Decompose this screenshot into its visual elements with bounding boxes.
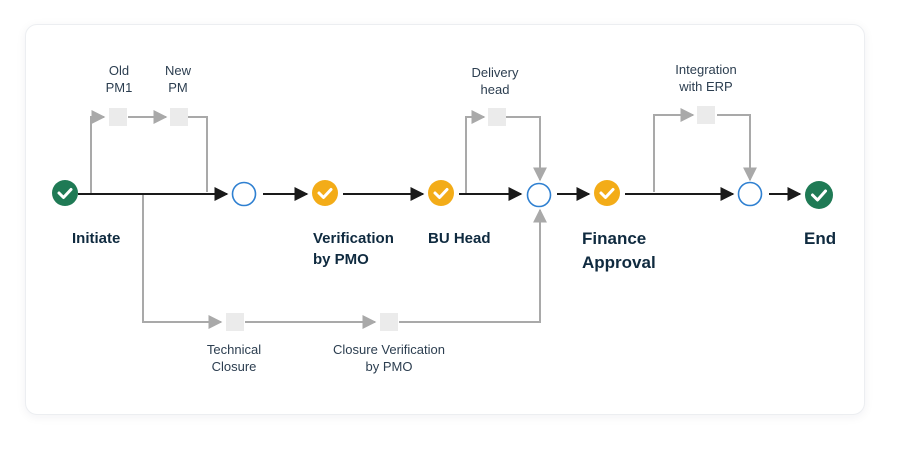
branch-box-old-pm — [109, 108, 127, 126]
node-pending-2 — [526, 182, 552, 208]
label-new-pm: New PM — [164, 63, 191, 95]
label-technical-closure: Technical Closure — [206, 342, 262, 374]
branch-box-delivery-head — [488, 108, 506, 126]
stage-label-end: End — [804, 229, 837, 248]
check-icon — [57, 188, 73, 199]
label-delivery-head: Delivery head — [471, 65, 519, 97]
branch-box-technical-closure — [226, 313, 244, 331]
node-end — [805, 181, 833, 209]
node-verification — [312, 180, 338, 206]
stage-label-bu-head: BU Head — [428, 230, 491, 247]
stage-label-finance: Finance Approval — [582, 229, 656, 272]
branch-box-closure-verification — [380, 313, 398, 331]
check-icon — [811, 189, 827, 202]
node-initiate — [52, 180, 78, 206]
branch-delivery-head — [465, 110, 547, 194]
check-icon — [317, 188, 333, 199]
label-closure-verification: Closure Verification by PMO — [333, 342, 445, 374]
branch-box-integration — [697, 106, 715, 124]
label-integration-erp: Integration with ERP — [675, 62, 737, 94]
stage-label-verification: Verification by PMO — [313, 230, 394, 268]
check-icon — [433, 188, 449, 199]
check-icon — [599, 188, 615, 199]
branch-closure — [142, 195, 547, 329]
branch-box-new-pm — [170, 108, 188, 126]
node-finance — [594, 180, 620, 206]
label-old-pm: Old PM1 — [105, 63, 133, 95]
workflow-card — [25, 24, 865, 415]
node-pending-1 — [231, 181, 257, 207]
branch-pm-change — [90, 110, 208, 194]
branch-integration-erp — [653, 108, 757, 192]
stage-label-initiate: Initiate — [72, 230, 121, 247]
node-pending-3 — [737, 181, 763, 207]
node-bu-head — [428, 180, 454, 206]
